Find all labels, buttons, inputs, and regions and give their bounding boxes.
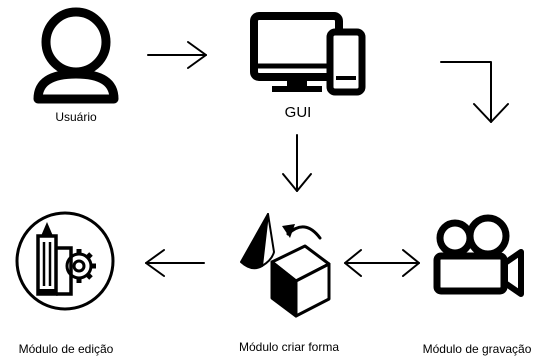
gui-label: GUI <box>284 104 312 121</box>
user-icon <box>33 7 119 104</box>
video-camera-icon <box>433 214 524 297</box>
desktop-and-phone-icon <box>250 12 366 96</box>
arrow-shape-recording-bidirectional <box>344 249 420 277</box>
recording-module-label: Módulo de gravação <box>422 342 532 356</box>
shape-module-label: Módulo criar forma <box>238 340 340 354</box>
arrow-shape-to-edit <box>145 249 205 277</box>
arrow-user-to-gui <box>147 41 207 69</box>
arrow-gui-to-recording <box>440 61 509 123</box>
pencil-gear-edit-icon <box>15 211 115 311</box>
edit-module-label: Módulo de edição <box>18 342 114 356</box>
user-label: Usuário <box>55 110 97 124</box>
arrow-gui-to-shape <box>282 134 312 192</box>
3d-shapes-icon <box>240 213 331 318</box>
